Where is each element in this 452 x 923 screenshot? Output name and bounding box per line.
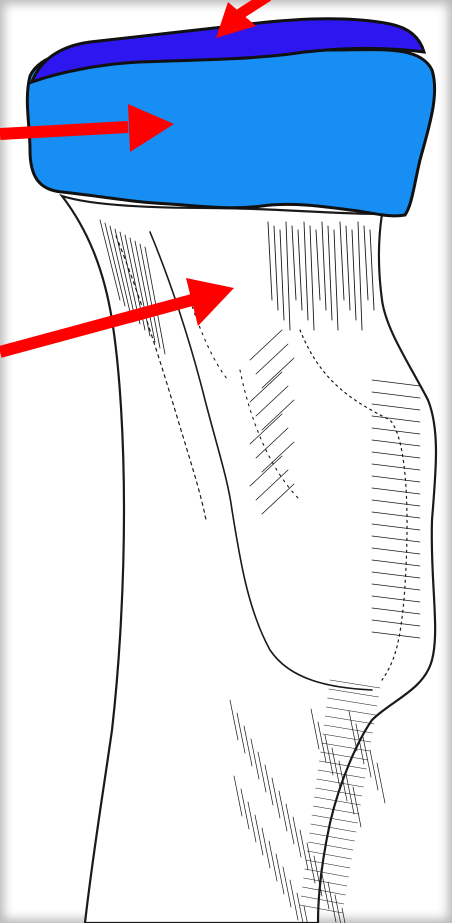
bone-shaft (62, 196, 436, 923)
hatch-stroke (342, 908, 350, 923)
hatch-stroke (353, 787, 361, 827)
hatch-stroke (321, 869, 329, 909)
hatch-stroke (335, 895, 343, 923)
hatch-stroke (370, 750, 378, 790)
hatch-stroke (363, 737, 371, 777)
hatch-stroke (377, 763, 385, 803)
